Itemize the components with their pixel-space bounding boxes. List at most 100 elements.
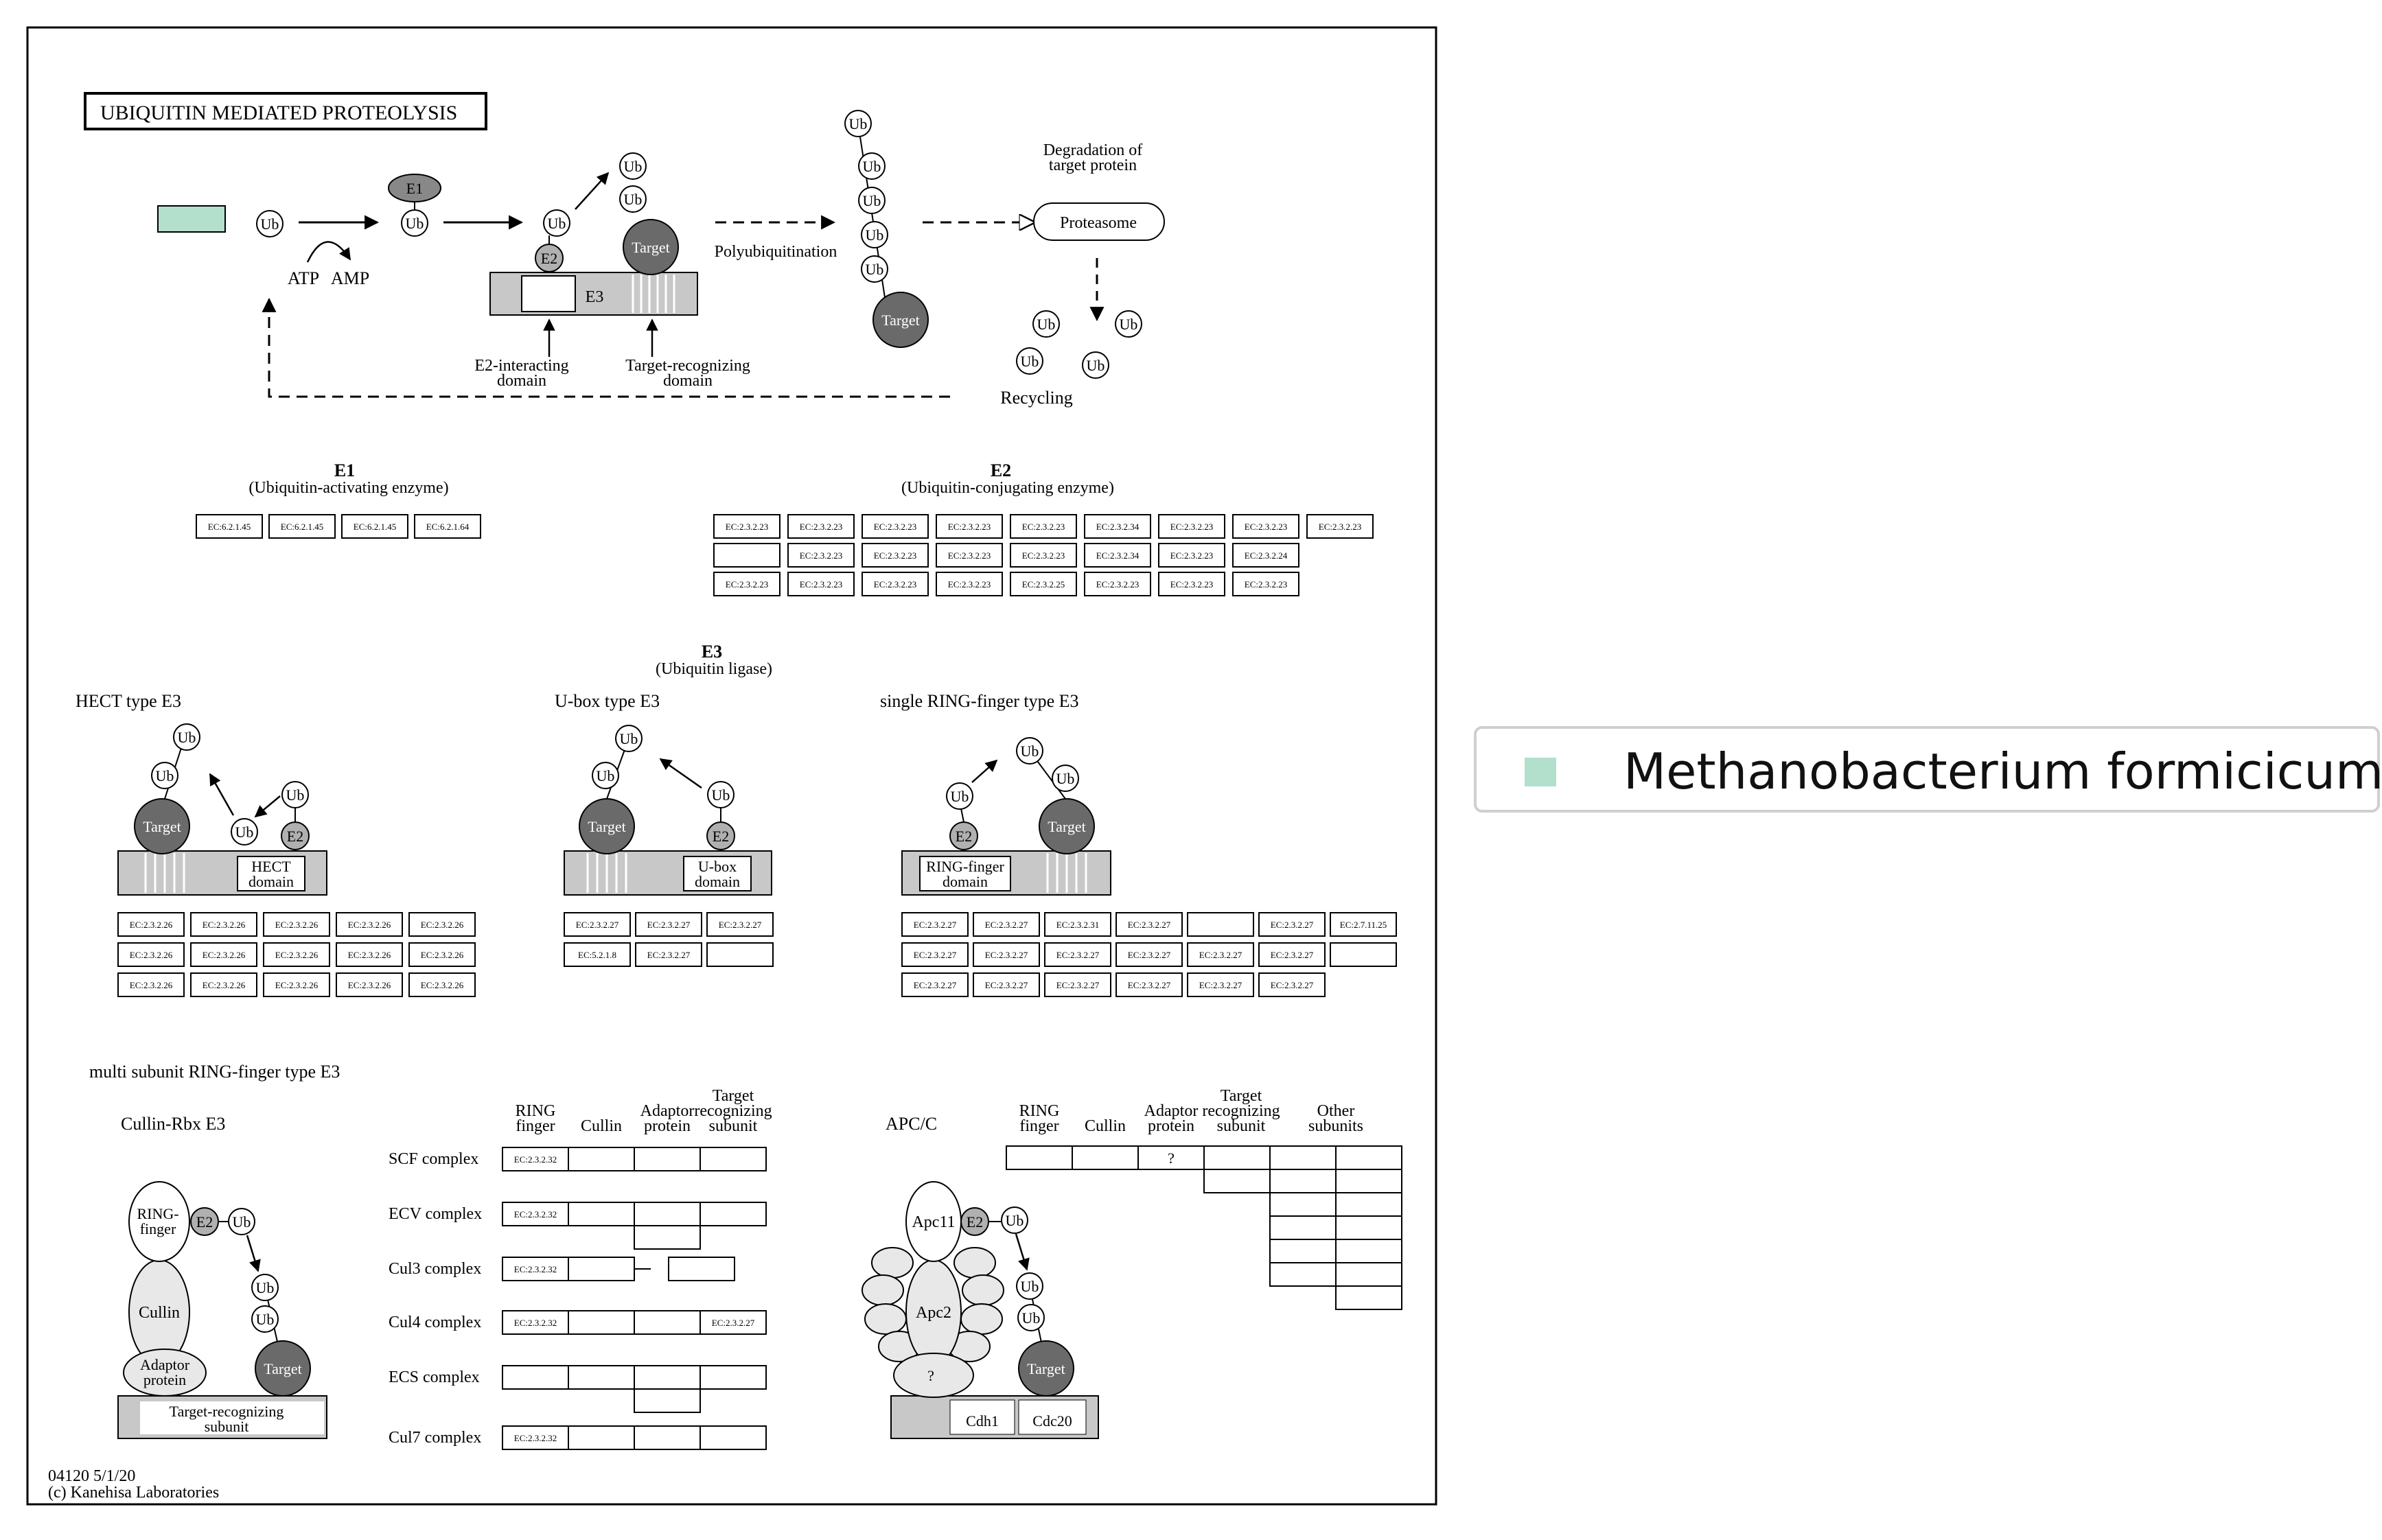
ec-box[interactable]: EC:2.3.2.27: [1187, 942, 1254, 967]
ec-box[interactable]: EC:2.3.2.23: [1232, 572, 1299, 596]
ec-box[interactable]: EC:2.3.2.23: [1158, 543, 1225, 568]
ec-box[interactable]: EC:2.3.2.23: [936, 514, 1003, 539]
ec-box[interactable]: EC:2.3.2.34: [1084, 514, 1151, 539]
ec-box[interactable]: EC:2.3.2.27: [973, 972, 1040, 997]
ec-box[interactable]: EC:2.3.2.23: [1158, 572, 1225, 596]
ec-box[interactable]: [1335, 1239, 1402, 1263]
ec-box[interactable]: [1269, 1239, 1337, 1263]
ec-box[interactable]: EC:2.3.2.26: [263, 912, 330, 937]
ec-box[interactable]: EC:2.3.2.26: [336, 972, 403, 997]
ec-box[interactable]: [634, 1365, 701, 1390]
ec-box[interactable]: [568, 1257, 635, 1281]
ec-box[interactable]: EC:2.3.2.26: [117, 912, 185, 937]
ec-box[interactable]: [1269, 1262, 1337, 1287]
ec-box[interactable]: EC:2.3.2.27: [1044, 942, 1111, 967]
ec-box[interactable]: [568, 1425, 635, 1450]
ec-box[interactable]: EC:2.3.2.23: [862, 572, 929, 596]
ec-box[interactable]: EC:2.3.2.23: [1306, 514, 1374, 539]
ec-box[interactable]: EC:2.3.2.23: [1084, 572, 1151, 596]
ec-box[interactable]: EC:2.3.2.27: [1115, 942, 1183, 967]
ec-box[interactable]: EC:2.3.2.26: [408, 972, 476, 997]
ec-box[interactable]: EC:2.3.2.27: [1258, 912, 1326, 937]
ec-box[interactable]: EC:2.3.2.27: [901, 972, 969, 997]
ec-box[interactable]: EC:2.3.2.23: [936, 543, 1003, 568]
ec-box[interactable]: EC:2.3.2.23: [1010, 514, 1077, 539]
ec-box[interactable]: [634, 1310, 701, 1335]
ec-box[interactable]: [1269, 1192, 1337, 1217]
ec-box[interactable]: EC:2.3.2.32: [502, 1425, 569, 1450]
ec-box[interactable]: [1335, 1192, 1402, 1217]
ec-box[interactable]: EC:2.3.2.26: [336, 942, 403, 967]
ec-box[interactable]: [1269, 1145, 1337, 1170]
ec-box[interactable]: EC:2.3.2.26: [336, 912, 403, 937]
ec-box[interactable]: [634, 1147, 701, 1171]
ec-box[interactable]: EC:2.3.2.24: [1232, 543, 1299, 568]
ec-box[interactable]: [1335, 1285, 1402, 1310]
ec-box[interactable]: EC:2.3.2.27: [1187, 972, 1254, 997]
ec-box[interactable]: EC:2.3.2.27: [973, 912, 1040, 937]
ec-box[interactable]: EC:2.3.2.23: [713, 514, 780, 539]
ec-box[interactable]: EC:2.3.2.27: [1044, 972, 1111, 997]
ec-box[interactable]: [1006, 1145, 1073, 1170]
ec-box[interactable]: EC:2.3.2.23: [787, 572, 855, 596]
highlighted-gene-box[interactable]: [157, 205, 226, 233]
ec-box[interactable]: EC:2.3.2.27: [564, 912, 631, 937]
ec-box[interactable]: EC:6.2.1.45: [196, 514, 263, 539]
ec-box[interactable]: [1335, 1262, 1402, 1287]
ec-box[interactable]: EC:2.3.2.26: [117, 942, 185, 967]
ec-box[interactable]: EC:2.3.2.26: [190, 942, 257, 967]
ec-box[interactable]: [1269, 1215, 1337, 1240]
ec-box[interactable]: EC:2.3.2.23: [862, 543, 929, 568]
ec-box[interactable]: [699, 1147, 767, 1171]
ec-box[interactable]: [1203, 1169, 1271, 1193]
ec-box[interactable]: [1203, 1145, 1271, 1170]
ec-box[interactable]: EC:2.3.2.26: [408, 942, 476, 967]
ec-box[interactable]: EC:5.2.1.8: [564, 942, 631, 967]
ec-box[interactable]: [699, 1425, 767, 1450]
ec-box[interactable]: [1330, 942, 1397, 967]
ec-box[interactable]: EC:2.3.2.27: [901, 912, 969, 937]
ec-box[interactable]: [568, 1365, 635, 1390]
ec-box[interactable]: EC:2.3.2.34: [1084, 543, 1151, 568]
ec-box[interactable]: EC:2.3.2.26: [263, 942, 330, 967]
ec-box[interactable]: EC:2.3.2.26: [117, 972, 185, 997]
ec-box[interactable]: EC:2.3.2.23: [1010, 543, 1077, 568]
ec-box[interactable]: EC:2.3.2.27: [635, 912, 702, 937]
ec-box[interactable]: EC:2.3.2.26: [190, 912, 257, 937]
ec-box[interactable]: [634, 1202, 701, 1226]
ec-box[interactable]: EC:2.3.2.23: [787, 514, 855, 539]
ec-box[interactable]: EC:6.2.1.64: [414, 514, 481, 539]
ec-box[interactable]: [634, 1425, 701, 1450]
ec-box[interactable]: [502, 1365, 569, 1390]
ec-box[interactable]: EC:2.3.2.26: [190, 972, 257, 997]
ec-box[interactable]: EC:2.3.2.26: [263, 972, 330, 997]
ec-box[interactable]: [1269, 1169, 1337, 1193]
ec-box[interactable]: [668, 1257, 735, 1281]
ec-box[interactable]: EC:2.3.2.27: [706, 912, 774, 937]
ec-box[interactable]: EC:2.3.2.23: [1232, 514, 1299, 539]
ec-box[interactable]: EC:2.3.2.25: [1010, 572, 1077, 596]
ec-box[interactable]: EC:2.3.2.27: [901, 942, 969, 967]
ec-box[interactable]: [713, 543, 780, 568]
ec-box[interactable]: [1335, 1215, 1402, 1240]
ec-box[interactable]: EC:2.7.11.25: [1330, 912, 1397, 937]
ec-box[interactable]: EC:2.3.2.23: [1158, 514, 1225, 539]
ec-box[interactable]: ?: [1137, 1145, 1205, 1170]
ec-box[interactable]: EC:2.3.2.32: [502, 1310, 569, 1335]
ec-box[interactable]: [568, 1310, 635, 1335]
ec-box[interactable]: EC:2.3.2.32: [502, 1257, 569, 1281]
ec-box[interactable]: [1072, 1145, 1139, 1170]
ec-box[interactable]: EC:2.3.2.27: [1258, 942, 1326, 967]
ec-box[interactable]: [634, 1388, 701, 1413]
ec-box[interactable]: EC:2.3.2.27: [1115, 912, 1183, 937]
ec-box[interactable]: EC:2.3.2.23: [936, 572, 1003, 596]
ec-box[interactable]: EC:2.3.2.32: [502, 1147, 569, 1171]
ec-box[interactable]: EC:2.3.2.27: [699, 1310, 767, 1335]
ec-box[interactable]: [568, 1147, 635, 1171]
ec-box[interactable]: EC:6.2.1.45: [268, 514, 336, 539]
ec-box[interactable]: EC:2.3.2.27: [1115, 972, 1183, 997]
ec-box[interactable]: [699, 1202, 767, 1226]
ec-box[interactable]: EC:2.3.2.27: [1258, 972, 1326, 997]
ec-box[interactable]: EC:6.2.1.45: [341, 514, 408, 539]
ec-box[interactable]: EC:2.3.2.23: [862, 514, 929, 539]
